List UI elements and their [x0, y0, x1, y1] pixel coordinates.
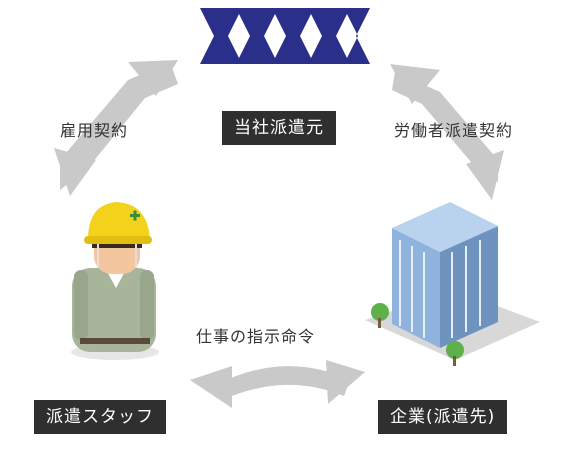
work-instruction-arrow — [190, 360, 365, 408]
work-instruction-label: 仕事の指示命令 — [196, 327, 316, 346]
dispatch-contract-label: 労働者派遣契約 — [394, 121, 514, 140]
employment-arrow — [54, 60, 178, 196]
building-illustration — [365, 202, 540, 366]
company-logo — [200, 8, 370, 64]
employment-contract-label: 雇用契約 — [60, 121, 129, 140]
worker-illustration — [71, 202, 159, 360]
client-label: 企業(派遣先) — [378, 400, 508, 434]
dispatch-contract-arrow — [390, 64, 504, 200]
dispatcher-label: 当社派遣元 — [222, 111, 336, 145]
staff-label: 派遣スタッフ — [34, 400, 166, 434]
